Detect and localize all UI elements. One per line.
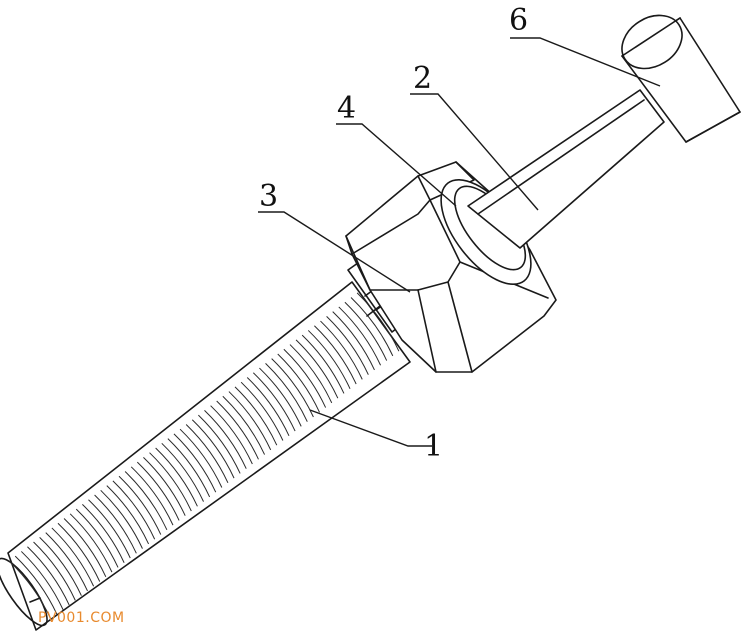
- thread-line: [240, 381, 284, 441]
- thread-line: [185, 424, 229, 484]
- thread-line: [33, 541, 76, 601]
- leader-4: [336, 123, 457, 207]
- threaded-rod: [0, 281, 411, 631]
- thread-line: [246, 377, 290, 437]
- head-cap: [621, 14, 741, 143]
- thread-line: [320, 320, 363, 380]
- thread-line: [112, 480, 156, 540]
- thread-line: [161, 442, 204, 502]
- leader-2: [410, 93, 539, 211]
- thread-line: [167, 438, 211, 498]
- thread-line: [259, 367, 302, 427]
- thread-line: [136, 461, 180, 521]
- label-part-1: 1: [424, 429, 443, 464]
- thread-line: [39, 536, 82, 596]
- thread-line: [265, 363, 308, 422]
- thread-line: [8, 560, 52, 620]
- thread-line: [63, 518, 107, 578]
- thread-line: [271, 358, 314, 418]
- thread-line: [314, 325, 357, 385]
- thread-line: [204, 410, 247, 469]
- thread-lines: [8, 292, 400, 620]
- thread-line: [155, 447, 198, 507]
- label-part-3: 3: [259, 179, 278, 214]
- thread-line: [143, 457, 186, 516]
- thread-line: [69, 513, 113, 573]
- label-part-4: 4: [337, 91, 356, 126]
- label-part-6: 6: [509, 3, 528, 38]
- thread-line: [198, 414, 241, 474]
- thread-line: [20, 551, 64, 610]
- thread-line: [295, 339, 339, 399]
- thread-line: [326, 315, 369, 375]
- thread-line: [14, 555, 58, 615]
- thread-line: [191, 419, 235, 479]
- thread-line: [277, 353, 320, 413]
- thread-line: [350, 297, 394, 357]
- thread-line: [124, 471, 168, 531]
- thread-line: [332, 311, 375, 371]
- thread-line: [57, 522, 101, 582]
- thread-line: [210, 405, 253, 465]
- leader-1: [309, 409, 432, 447]
- thread-line: [222, 395, 266, 455]
- thread-line: [344, 301, 388, 361]
- thread-line: [234, 386, 278, 446]
- leader-lines: [258, 37, 661, 447]
- thread-line: [301, 334, 345, 394]
- thread-line: [307, 330, 351, 389]
- thread-line: [283, 348, 327, 408]
- thread-line: [118, 475, 162, 535]
- thread-line: [82, 504, 125, 563]
- thread-line: [228, 391, 272, 451]
- thread-line: [289, 344, 333, 404]
- thread-line: [51, 527, 95, 587]
- thread-line: [179, 428, 223, 488]
- thread-line: [130, 466, 174, 526]
- shaft: [467, 89, 665, 249]
- thread-line: [75, 508, 119, 568]
- thread-line: [356, 292, 400, 352]
- thread-line: [100, 489, 143, 549]
- thread-line: [94, 494, 137, 554]
- thread-line: [252, 372, 296, 432]
- thread-line: [216, 400, 259, 460]
- leader-6: [510, 37, 661, 87]
- thread-line: [45, 532, 88, 592]
- leader-3: [258, 211, 411, 293]
- thread-line: [149, 452, 192, 512]
- thread-line: [173, 433, 217, 493]
- thread-line: [338, 306, 382, 366]
- thread-line: [106, 485, 150, 545]
- thread-line: [88, 499, 131, 559]
- thread-line: [27, 546, 70, 606]
- part-labels: 6 2 4 3 1: [259, 3, 528, 464]
- label-part-2: 2: [413, 61, 432, 96]
- watermark-text: PV001.COM: [38, 610, 125, 626]
